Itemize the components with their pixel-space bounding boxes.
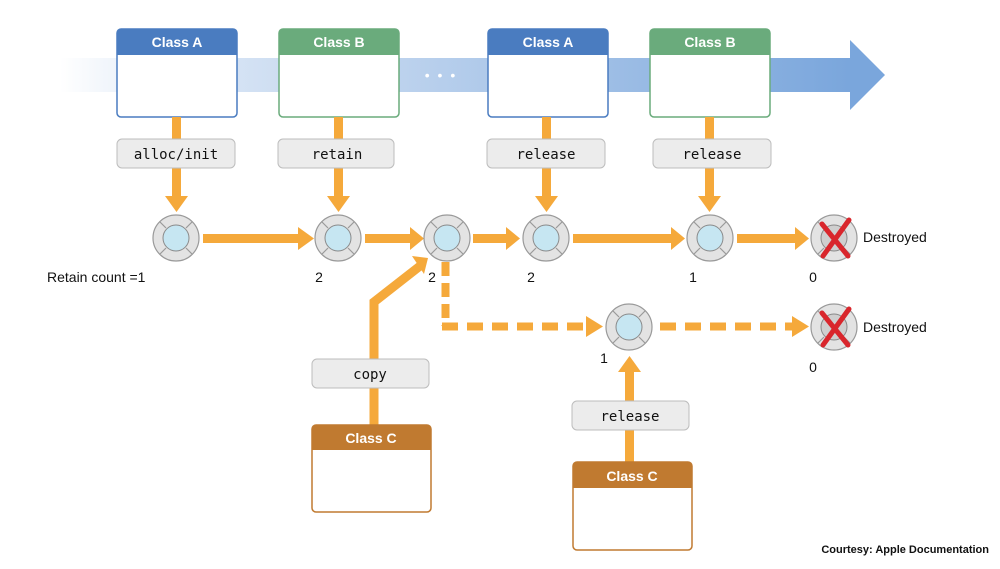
retain-count-label-4: 2 — [527, 269, 535, 285]
class-c-box-1: Class C — [311, 424, 432, 513]
retain-node-4 — [522, 214, 570, 262]
copy-branch-arrows — [441, 262, 809, 337]
class-c-box-2: Class C — [572, 461, 693, 551]
retain-count-label-3: 2 — [428, 269, 436, 285]
method-release-2: release — [652, 138, 772, 169]
class-b-box-2: Class B — [649, 28, 771, 118]
method-copy: copy — [311, 358, 430, 389]
class-a-box-1: Class A — [116, 28, 238, 118]
method-retain: retain — [277, 138, 395, 169]
destroyed-x-icon — [819, 306, 852, 348]
retain-node-2 — [314, 214, 362, 262]
svg-text:release: release — [516, 147, 575, 163]
svg-text:retain: retain — [312, 147, 363, 163]
main-flow-arrows — [203, 227, 809, 250]
timeline-ellipsis: • • • — [425, 67, 457, 83]
class-a-box-2: Class A — [487, 28, 609, 118]
svg-text:release: release — [682, 147, 741, 163]
class-a-label-2: Class A — [523, 34, 574, 50]
retain-node-3 — [423, 214, 471, 262]
credit-text: Courtesy: Apple Documentation — [821, 544, 989, 556]
destroyed-x-icon — [819, 217, 852, 259]
class-b-label-2: Class B — [684, 34, 735, 50]
method-release-3: release — [571, 400, 690, 431]
destroyed-node-copy — [810, 303, 858, 351]
class-b-label-1: Class B — [313, 34, 364, 50]
retain-count-label-copy: 1 — [600, 350, 608, 366]
retain-count-label-end-copy: 0 — [809, 359, 817, 375]
svg-text:release: release — [600, 409, 659, 425]
retain-node-1 — [152, 214, 200, 262]
class-c-label-1: Class C — [345, 430, 396, 446]
retain-count-label-end-main: 0 — [809, 269, 817, 285]
retain-count-label-2: 2 — [315, 269, 323, 285]
retain-node-5 — [686, 214, 734, 262]
class-b-box-1: Class B — [278, 28, 400, 118]
class-c-label-2: Class C — [606, 468, 657, 484]
copy-arrow — [369, 256, 428, 425]
method-alloc-init: alloc/init — [116, 138, 236, 169]
retain-count-label-1: Retain count =1 — [47, 269, 146, 285]
class-a-label-1: Class A — [152, 34, 203, 50]
retain-node-copy — [605, 303, 653, 351]
destroyed-label-main: Destroyed — [863, 229, 927, 245]
destroyed-node-main — [810, 214, 858, 262]
destroyed-label-copy: Destroyed — [863, 319, 927, 335]
method-release-1: release — [486, 138, 606, 169]
vertical-arrows — [165, 117, 721, 212]
retain-count-label-5: 1 — [689, 269, 697, 285]
svg-text:alloc/init: alloc/init — [134, 147, 218, 163]
svg-text:copy: copy — [353, 367, 387, 383]
